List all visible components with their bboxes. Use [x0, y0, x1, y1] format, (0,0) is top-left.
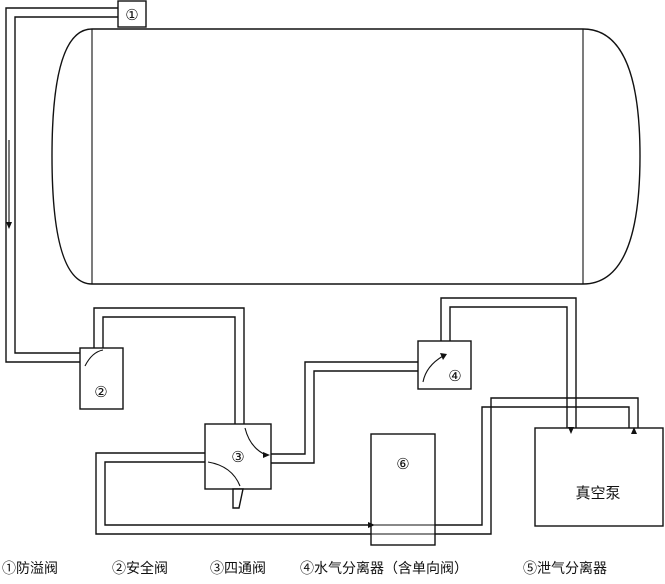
water-gas-separator-label: ④ [448, 367, 461, 385]
pipe-drain-separator-to-pump [435, 397, 639, 535]
vacuum-pump: 真空泵 [534, 427, 664, 527]
legend-item-3: ③四通阀 [210, 561, 266, 577]
legend-item-2: ②安全阀 [112, 560, 168, 577]
legend-item-5: ⑤泄气分离器 [523, 560, 607, 577]
flow-arrow-icon [631, 427, 637, 434]
legend: ①防溢阀 ②安全阀 ③四通阀 ④水气分离器（含单向阀） ⑤泄气分离器 [2, 560, 607, 577]
safety-valve-label: ② [94, 383, 107, 401]
water-gas-separator: ④ [417, 340, 472, 390]
overflow-valve-label: ① [125, 6, 138, 24]
storage-tank [51, 28, 641, 285]
drain-separator-label: ⑥ [396, 455, 409, 473]
flow-arrow-icon [6, 222, 12, 229]
pipe-separator-to-pump [440, 297, 577, 428]
pipe-safety-to-fourway [93, 307, 245, 424]
flow-arrow-icon [568, 427, 574, 434]
vacuum-pump-label: 真空泵 [575, 484, 620, 502]
legend-item-1: ①防溢阀 [2, 561, 58, 577]
drain-separator: ⑥ [368, 433, 436, 546]
overflow-valve: ① [117, 0, 147, 28]
legend-item-4: ④水气分离器（含单向阀） [300, 560, 468, 577]
four-way-valve: ③ [204, 423, 272, 509]
pipe-fourway-to-drain-separator [95, 452, 374, 535]
four-way-valve-label: ③ [231, 448, 244, 466]
pipe-overflow-to-safety [5, 7, 118, 363]
safety-valve: ② [79, 347, 124, 410]
pipe-fourway-to-separator [271, 361, 418, 464]
